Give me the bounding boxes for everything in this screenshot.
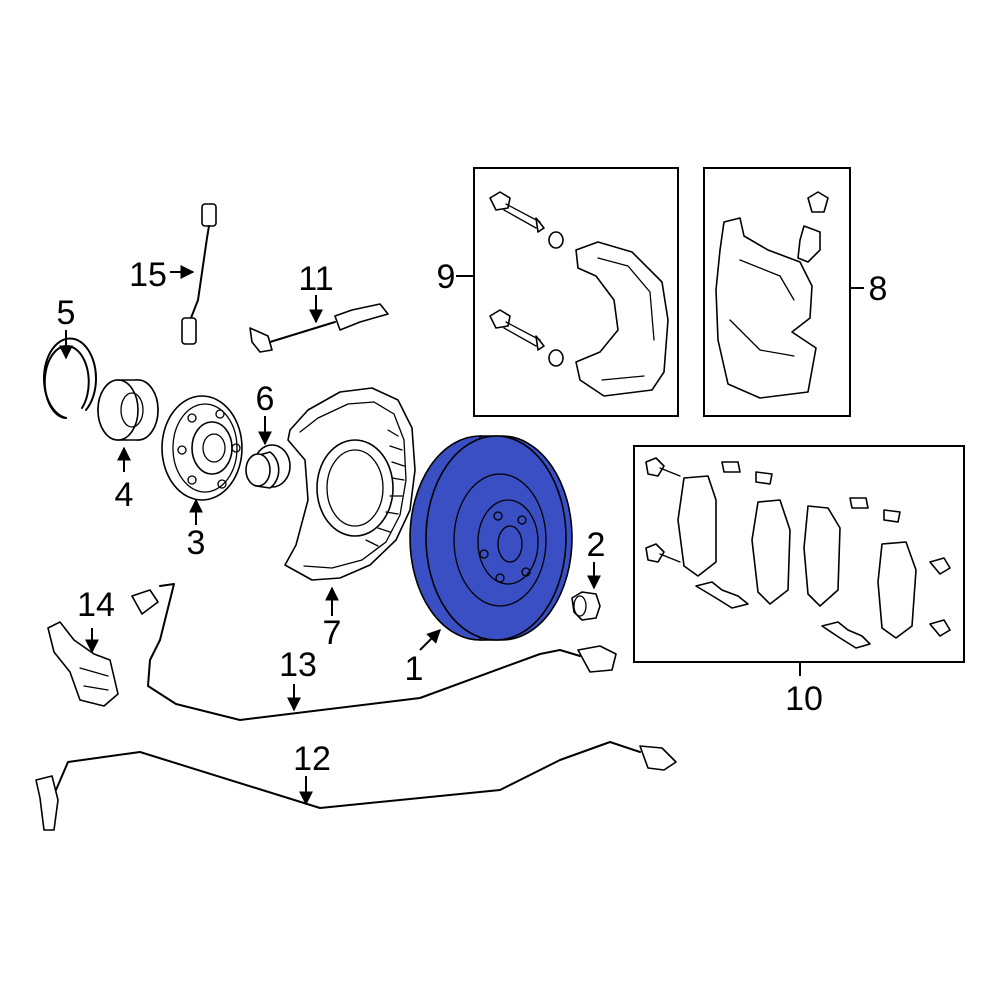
callout-6[interactable]: 6 — [256, 380, 275, 418]
part-1-brake-rotor[interactable] — [409, 435, 573, 641]
part-10-pad-hardware[interactable] — [645, 457, 951, 649]
callout-7[interactable]: 7 — [323, 614, 342, 652]
callout-1[interactable]: 1 — [405, 650, 424, 688]
callout-13[interactable]: 13 — [279, 646, 317, 684]
part-8-caliper[interactable] — [715, 217, 817, 399]
callout-2[interactable]: 2 — [587, 526, 606, 564]
callout-4[interactable]: 4 — [115, 476, 134, 514]
callout-12[interactable]: 12 — [293, 740, 331, 778]
leader-1 — [419, 629, 441, 651]
part-4-wheel-bearing[interactable] — [97, 379, 159, 441]
part-14-sensor-bracket[interactable] — [47, 621, 119, 707]
part-6-seal[interactable] — [245, 444, 291, 489]
callout-5[interactable]: 5 — [57, 294, 76, 332]
part-12-abs-sensor[interactable] — [35, 741, 677, 831]
callout-8[interactable]: 8 — [869, 270, 888, 308]
part-5-snap-ring[interactable] — [42, 337, 97, 419]
part-9-caliper-bracket-bolts[interactable] — [489, 191, 564, 367]
part-2-nut[interactable] — [571, 591, 601, 621]
part-8-caliper-bleeder[interactable] — [797, 191, 829, 263]
callout-11[interactable]: 11 — [298, 260, 333, 298]
callout-14[interactable]: 14 — [77, 586, 115, 624]
callout-15[interactable]: 15 — [129, 256, 167, 294]
part-10-brake-pads[interactable] — [677, 475, 917, 639]
callout-10[interactable]: 10 — [785, 680, 823, 718]
part-13-abs-sensor[interactable] — [131, 583, 617, 721]
part-15-sensor-wire[interactable] — [181, 203, 217, 345]
callout-3[interactable]: 3 — [187, 524, 206, 562]
callout-9[interactable]: 9 — [437, 258, 456, 296]
part-3-hub-flange[interactable] — [161, 395, 243, 501]
part-9-caliper-bracket[interactable] — [575, 241, 669, 397]
part-11-wear-sensor[interactable] — [249, 303, 389, 353]
part-7-dust-shield[interactable] — [284, 387, 416, 581]
